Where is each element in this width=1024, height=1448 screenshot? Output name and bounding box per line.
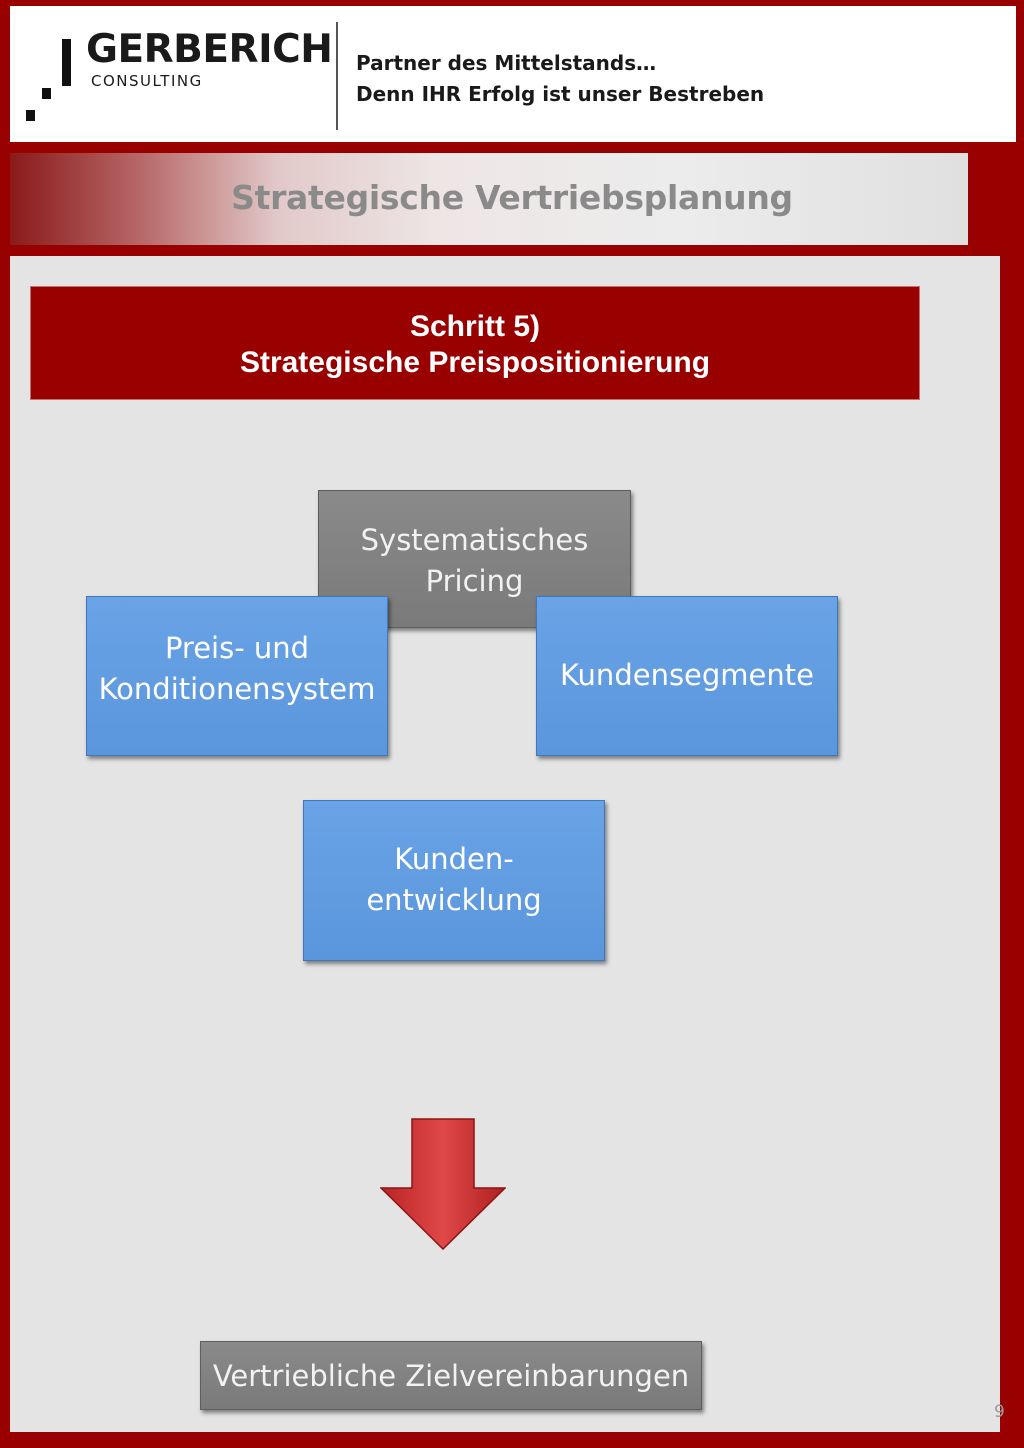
logo-wordmark: GERBERICH <box>86 27 333 72</box>
tagline-line-1: Partner des Mittelstands… <box>356 51 657 75</box>
box-systematisches-pricing-label: Systematisches Pricing <box>360 523 589 598</box>
box-kundensegmente: Kundensegmente <box>536 596 838 756</box>
page-title: Strategische Vertriebsplanung <box>231 178 793 217</box>
logo-subtitle: CONSULTING <box>91 72 203 90</box>
tagline-line-2: Denn IHR Erfolg ist unser Bestreben <box>356 82 765 106</box>
box-kundenentwicklung: Kunden- entwicklung <box>303 800 605 961</box>
logo-mark-bar-tall <box>62 39 71 86</box>
gerberich-logo: GERBERICH CONSULTING <box>10 6 333 142</box>
header: GERBERICH CONSULTING Partner des Mittels… <box>10 6 1016 142</box>
down-arrow-icon <box>380 1118 506 1250</box>
logo-mark-bar-low <box>26 110 35 121</box>
step-heading-box: Schritt 5) Strategische Preispositionier… <box>30 286 920 400</box>
box-kundenentwicklung-label: Kunden- entwicklung <box>366 841 542 917</box>
box-kundensegmente-label: Kundensegmente <box>559 657 814 692</box>
logo-mark-bar-mid <box>42 88 51 99</box>
step-title: Strategische Preispositionierung <box>239 346 711 379</box>
step-number: Schritt 5) <box>409 310 541 343</box>
tagline: Partner des Mittelstands… Denn IHR Erfol… <box>356 48 764 110</box>
result-box-zielvereinbarungen: Vertriebliche Zielvereinbarungen <box>200 1341 702 1410</box>
title-banner <box>10 153 968 245</box>
page-number: 9 <box>994 1402 1005 1422</box>
header-divider <box>336 22 338 130</box>
box-preis-konditionensystem-label: Preis- und Konditionensystem <box>98 631 376 706</box>
box-preis-konditionensystem: Preis- und Konditionensystem <box>86 596 388 756</box>
result-box-label: Vertriebliche Zielvereinbarungen <box>212 1358 690 1393</box>
